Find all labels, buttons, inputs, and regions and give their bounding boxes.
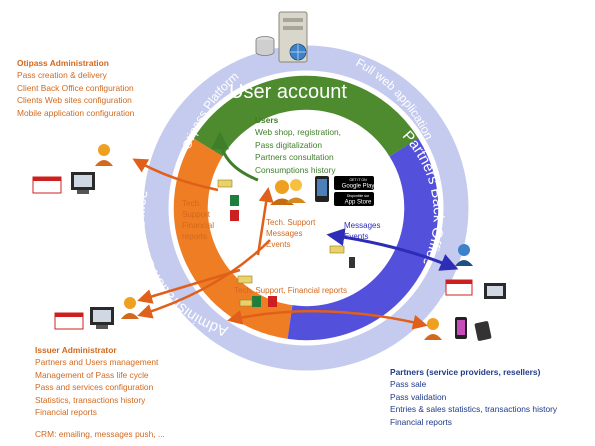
handshake-icon-3: [239, 299, 253, 307]
issuer-admin-line: Statistics, transactions history: [35, 394, 146, 405]
handshake-icon-2: [237, 275, 253, 284]
issuer-admin-line: Pass and services configuration: [35, 382, 154, 393]
crm-line: CRM: emailing, messages push, ...: [35, 429, 165, 440]
user-person-icon-right: [455, 244, 473, 266]
partners-block: Partners (service providers, resellers) …: [390, 366, 557, 428]
arrow-center-up: [256, 187, 274, 256]
otipass-admin-line: Clients Web sites configuration: [17, 95, 132, 106]
otipass-admin-title: Otipass Administration: [17, 58, 109, 68]
svg-text:GET IT ON: GET IT ON: [349, 178, 367, 182]
flow-left-upper: Tech. Support Financial reports: [182, 199, 216, 241]
computer-icon-top: [71, 172, 95, 194]
app-store-badge: Disponible sur App Store: [334, 192, 374, 206]
svg-text:Disponible sur: Disponible sur: [347, 194, 370, 198]
issuer-admin-line: Management of Pass life cycle: [35, 369, 149, 380]
arrow-issuer-admin-2: [137, 268, 241, 304]
users-line: Consumptions history: [255, 164, 336, 175]
segment-user-account: [193, 75, 419, 157]
arrow-bottom-partners: [227, 309, 428, 330]
otipass-admin-line: Pass creation & delivery: [17, 70, 107, 81]
arrow-partners: [326, 228, 459, 271]
partners-line: Pass validation: [390, 391, 447, 402]
card-icon: [474, 321, 492, 341]
partners-line: Pass sale: [390, 379, 427, 390]
calendar-icon-right: [445, 279, 473, 296]
pdf-icon: [230, 210, 239, 221]
flow-bottom: Tech. Support, Financial reports: [234, 286, 347, 295]
computer-icon-right: [484, 283, 506, 299]
arrow-users: [211, 131, 259, 182]
flow-right: Messages Events: [344, 221, 383, 241]
issuer-admin-title: Issuer Administrator: [35, 345, 117, 355]
handshake-icon: [217, 179, 233, 188]
excel-icon-2: [252, 296, 261, 307]
svg-text:Google Play: Google Play: [342, 184, 375, 190]
partners-title: Partners (service providers, resellers): [390, 367, 541, 377]
issuer-admin-block: Issuer Administrator Partners and Users …: [35, 344, 165, 441]
computer-icon-bottom: [90, 307, 114, 329]
users-line: Partners consultation: [255, 152, 334, 163]
smartphone-icon-right: [455, 317, 467, 339]
issuer-admin-line: Partners and Users management: [35, 357, 159, 368]
arrow-otipass-admin: [132, 158, 219, 192]
flow-center: Tech. Support Messages Events: [266, 218, 318, 249]
calendar-icon-bottom: [54, 312, 84, 330]
pdf-icon-2: [268, 296, 277, 307]
otipass-admin-line: Client Back Office configuration: [17, 82, 134, 93]
user-person-icon-bottom: [121, 297, 139, 319]
issuer-admin-line: Financial reports: [35, 407, 97, 418]
smartphone-icon-center: [315, 176, 329, 202]
otipass-admin-block: Otipass Administration Pass creation & d…: [17, 57, 134, 119]
segment-title-top: User account: [229, 81, 347, 103]
users-block: Users Web shop, registration, Pass digit…: [255, 114, 341, 176]
smartphone-icon-small: [349, 257, 355, 268]
google-play-badge: GET IT ON Google Play: [334, 176, 374, 190]
users-line: Web shop, registration,: [255, 127, 341, 138]
excel-icon: [230, 195, 239, 206]
user-person-icon-top: [95, 144, 113, 166]
handshake-icon-4: [329, 245, 345, 254]
database-icon: [255, 36, 275, 56]
calendar-icon-top: [32, 176, 62, 194]
globe-icon: [289, 43, 307, 61]
users-line: Pass digitalization: [255, 139, 323, 150]
users-group-icon: [270, 179, 306, 205]
users-title: Users: [255, 115, 279, 125]
user-person-icon-right-bottom: [424, 318, 442, 340]
svg-text:App Store: App Store: [345, 200, 372, 206]
otipass-admin-line: Mobile application configuration: [17, 107, 135, 118]
partners-line: Financial reports: [390, 416, 452, 427]
partners-line: Entries & sales statistics, transactions…: [390, 404, 558, 415]
